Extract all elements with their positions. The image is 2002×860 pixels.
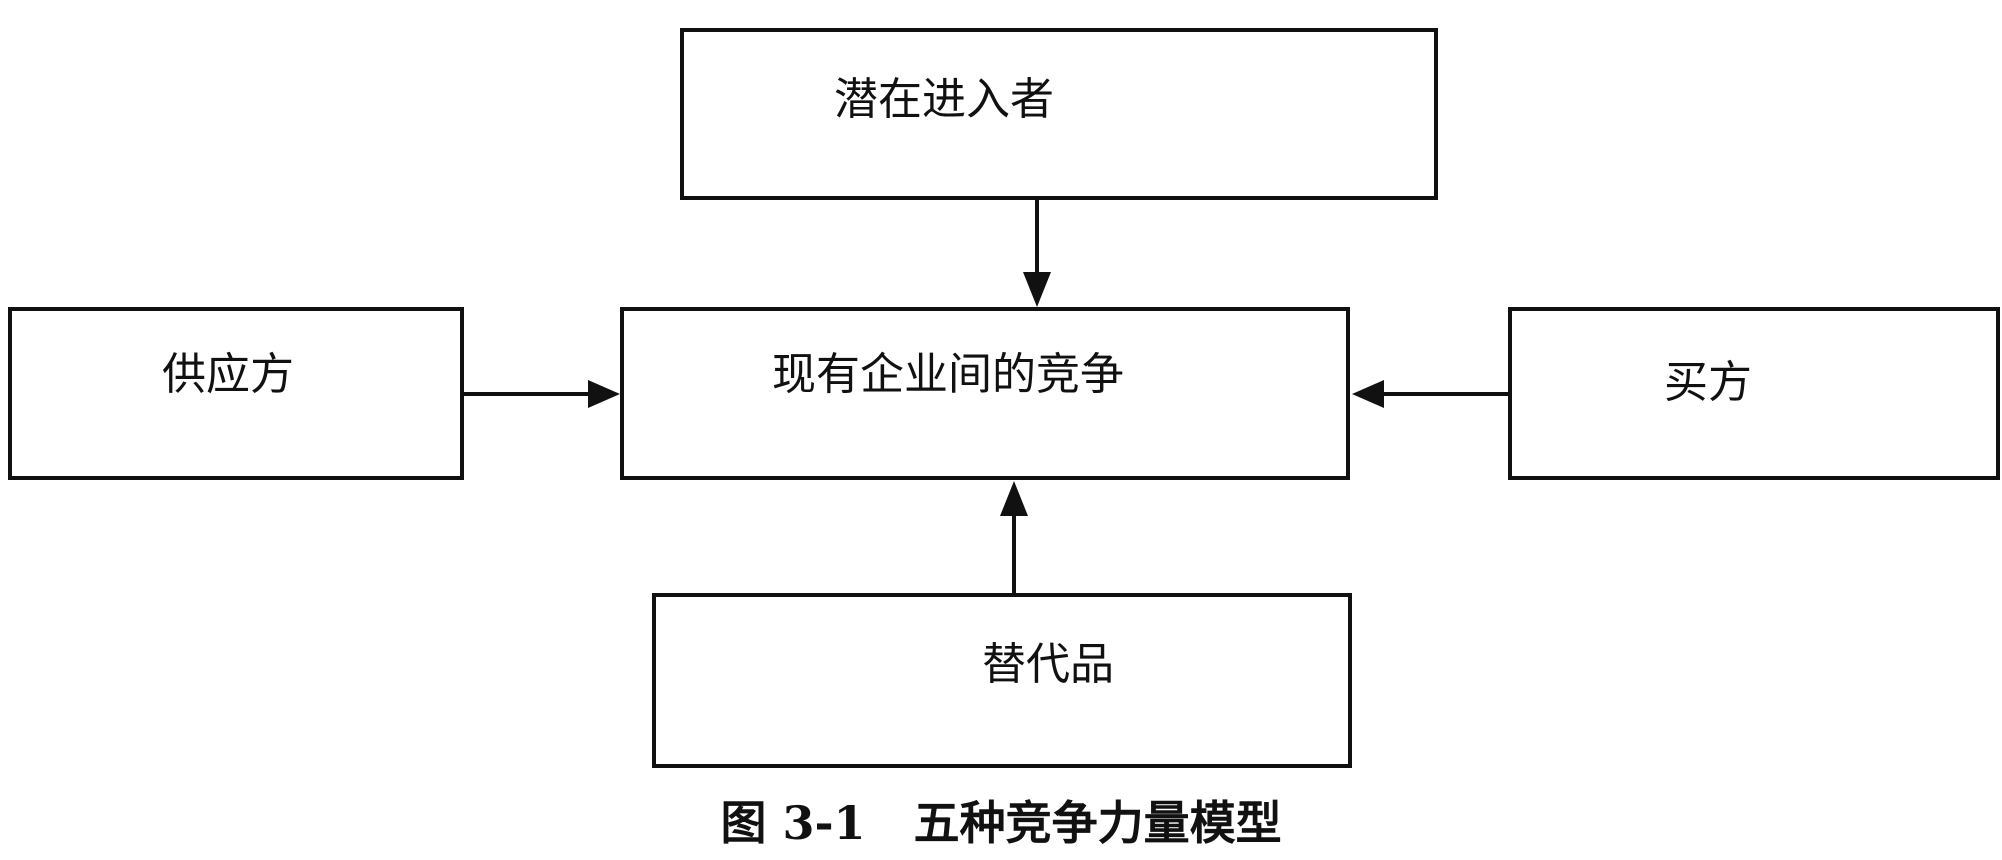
node-label-industry-rivalry: 现有企业间的竞争 [772, 349, 1124, 400]
arrow-buyers-to-rivalry [1352, 380, 1508, 408]
arrow-suppliers-to-rivalry [464, 380, 620, 408]
node-label-substitutes: 替代品 [982, 639, 1114, 690]
node-suppliers: 供应方 [8, 307, 464, 480]
arrow-entrants-to-rivalry [1023, 200, 1051, 307]
node-potential-entrants: 潜在进入者 [680, 28, 1438, 200]
figure-title: 五种竞争力量模型 [913, 796, 1282, 850]
node-buyers: 买方 [1508, 307, 2000, 480]
node-substitutes: 替代品 [652, 593, 1352, 768]
node-label-suppliers: 供应方 [162, 349, 294, 400]
node-label-potential-entrants: 潜在进入者 [834, 74, 1054, 125]
figure-number: 图 3-1 [720, 796, 866, 850]
arrow-substitutes-to-rivalry [1000, 481, 1028, 593]
node-industry-rivalry: 现有企业间的竞争 [620, 307, 1350, 480]
node-label-buyers: 买方 [1664, 357, 1752, 408]
